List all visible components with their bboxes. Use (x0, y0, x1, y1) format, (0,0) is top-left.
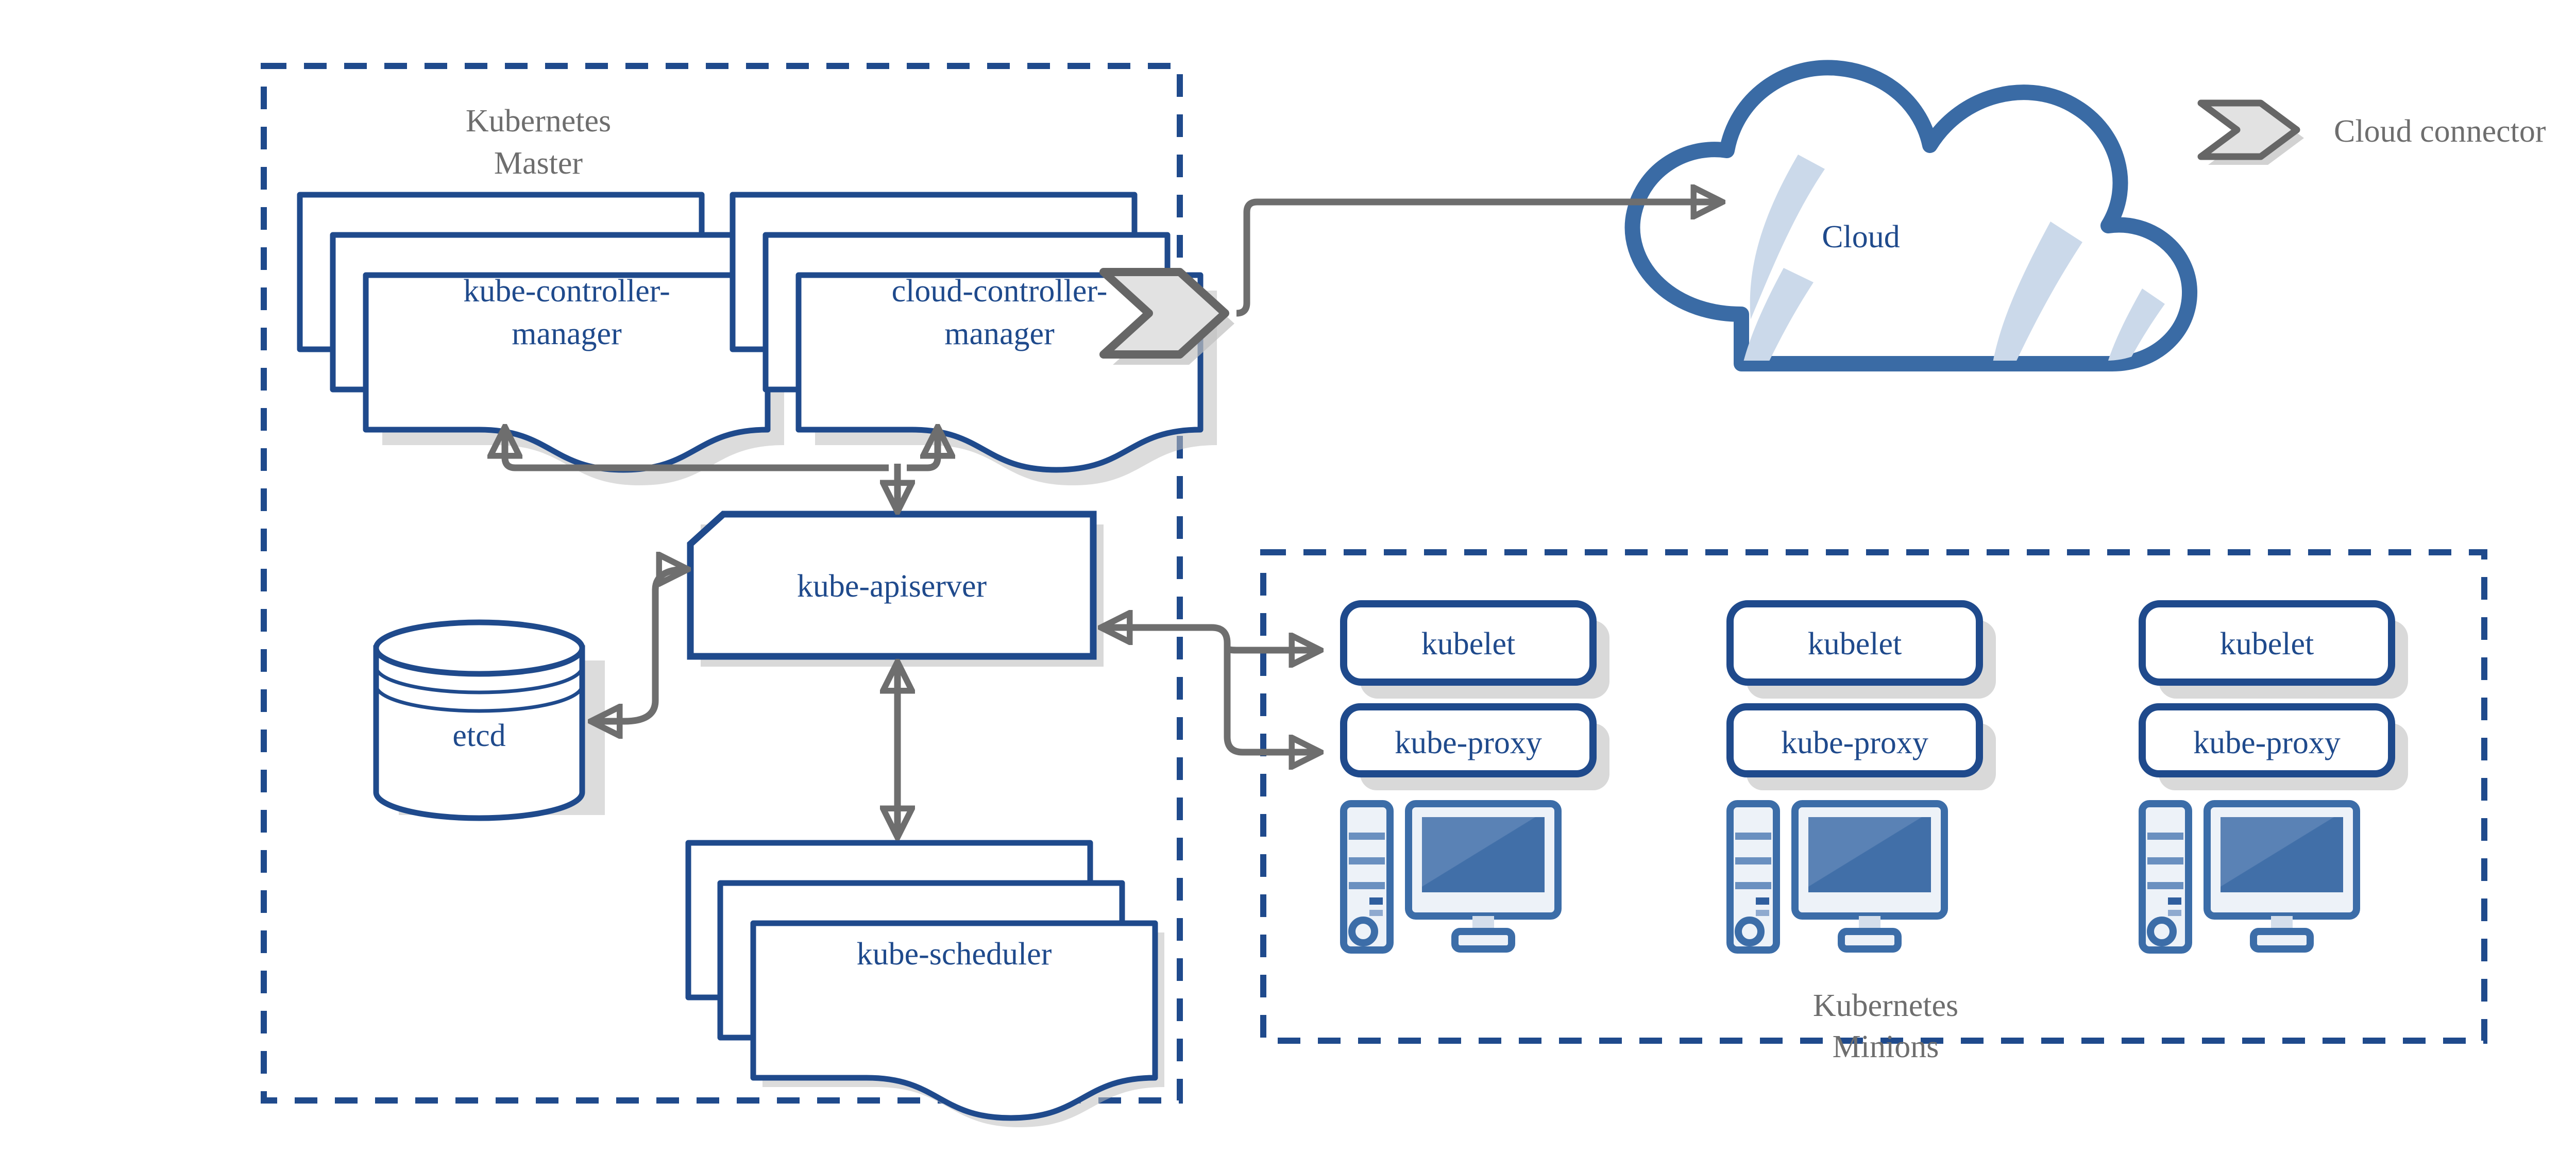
edge-apiserver-etcd (592, 569, 686, 721)
kubelet-label-2: kubelet (1808, 626, 1902, 662)
cloud-shading (1736, 155, 2165, 361)
minions-dashed-border (1260, 549, 2487, 1044)
minions-group-label-line1: Kubernetes (1813, 988, 1958, 1023)
edge-ccm-to-cloud (1236, 202, 1721, 317)
minions-group-label-line2: Minions (1833, 1029, 1939, 1064)
edge-apiserver-kubelet (1224, 648, 1319, 650)
node-cloud[interactable]: Cloud (1624, 60, 2198, 433)
minion-column-2: kubelet kube-proxy (1726, 600, 1996, 954)
kube-proxy-label-1: kube-proxy (1395, 725, 1542, 760)
kubelet-box-3[interactable]: kubelet (2139, 600, 2408, 699)
node-kube-controller-manager[interactable]: kube-controller- manager (300, 195, 784, 485)
kube-apiserver-label: kube-apiserver (797, 569, 987, 604)
kube-scheduler-label: kube-scheduler (857, 937, 1052, 972)
etcd-label: etcd (452, 718, 505, 753)
node-etcd[interactable]: etcd (373, 619, 605, 821)
group-kubernetes-minions: Kubernetes Minions (1260, 549, 2487, 1064)
cloud-controller-manager-label-line1: cloud-controller- (892, 274, 1108, 309)
cloud-connector-icon (1099, 268, 1234, 365)
node-kube-scheduler[interactable]: kube-scheduler (688, 843, 1164, 1127)
master-group-label-line2: Master (494, 146, 583, 181)
kube-controller-manager-label-line1: kube-controller- (463, 274, 670, 309)
etcd-ring-3 (374, 685, 584, 713)
kubelet-label-3: kubelet (2220, 626, 2314, 662)
kube-controller-manager-label-line2: manager (512, 316, 622, 351)
kubelet-box-2[interactable]: kubelet (1726, 600, 1996, 699)
master-group-label-line1: Kubernetes (466, 104, 611, 139)
kubelet-box-1[interactable]: kubelet (1340, 600, 1609, 699)
computer-icon-2 (1726, 800, 1948, 954)
kube-proxy-box-1[interactable]: kube-proxy (1340, 703, 1609, 790)
etcd-top-ring (373, 619, 585, 677)
etcd-ring-2 (374, 666, 584, 694)
computer-icon-1 (1340, 800, 1562, 954)
legend-cloud-connector-icon (2197, 99, 2304, 165)
edge-apiserver-kubeproxy (1103, 628, 1319, 752)
legend: Cloud connector (2197, 99, 2546, 165)
group-kubernetes-master: Kubernetes Master (261, 63, 1183, 1104)
cloud-label: Cloud (1822, 219, 1900, 255)
apiserver-body (687, 511, 1097, 660)
edge-kcm-to-apiserver (505, 429, 889, 471)
node-kube-apiserver[interactable]: kube-apiserver (687, 511, 1104, 667)
kube-proxy-box-3[interactable]: kube-proxy (2139, 703, 2408, 790)
minion-column-1: kubelet kube-proxy (1340, 600, 1609, 954)
minion-column-3: kubelet kube-proxy (2139, 600, 2408, 954)
cloud-body (1624, 60, 2198, 371)
kubelet-label-1: kubelet (1421, 626, 1516, 662)
legend-label: Cloud connector (2334, 114, 2546, 149)
computer-icon-3 (2139, 800, 2360, 954)
kube-proxy-label-3: kube-proxy (2193, 725, 2341, 760)
kube-proxy-label-2: kube-proxy (1781, 725, 1928, 760)
master-dashed-border (261, 63, 1183, 1104)
edge-ccm-to-apiserver (907, 429, 938, 471)
kube-proxy-box-2[interactable]: kube-proxy (1726, 703, 1996, 790)
connector-layer (505, 202, 1721, 836)
cloud-controller-manager-label-line2: manager (944, 316, 1055, 351)
